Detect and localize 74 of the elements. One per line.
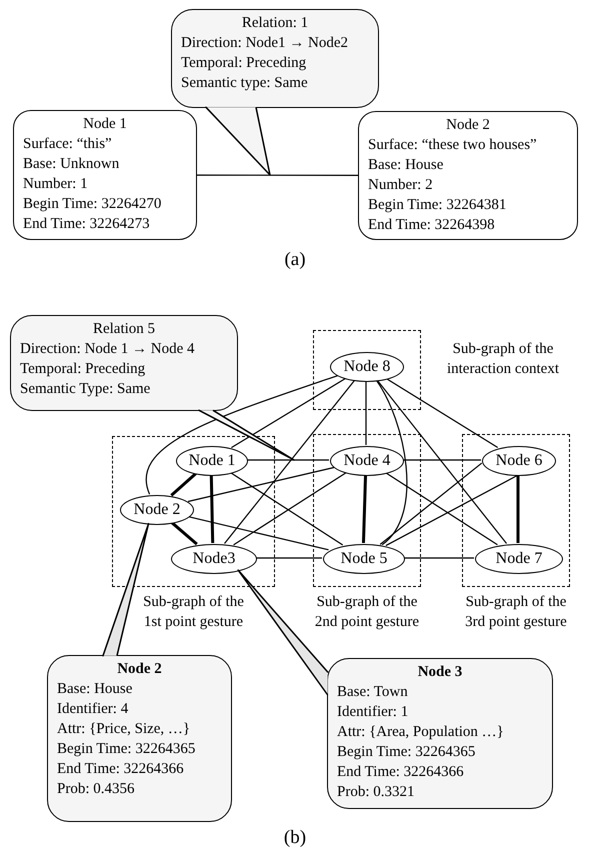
attribute-line: Attr: {Area, Population …}: [337, 723, 505, 742]
attribute-line: Base: Unknown: [23, 155, 120, 174]
node-ellipse: Node3: [171, 544, 257, 574]
connector-line: [231, 378, 346, 448]
connector-line: [247, 459, 329, 461]
callout-bubble: [327, 658, 553, 809]
attribute-line: Attr: {Price, Size, …}: [57, 720, 192, 739]
connector-line: [376, 380, 408, 546]
node-ellipse: Node 2: [120, 495, 194, 525]
attribute-line: Begin Time: 32264365: [337, 743, 476, 762]
connector-line: [365, 381, 367, 445]
connector-line: [386, 378, 498, 448]
group-label: Sub-graph of the 3rd point gesture: [464, 593, 568, 632]
group-label: Sub-graph of the 1st point gesture: [142, 593, 245, 632]
attribute-line: Identifier: 4: [57, 700, 130, 719]
node-ellipse: Node 8: [330, 352, 404, 382]
connector-line: [188, 516, 329, 550]
attribute-line: Base: House: [368, 156, 444, 175]
attribute-line: Surface: “this”: [23, 135, 113, 154]
callout-bubble: [10, 315, 238, 411]
attribute-line: Temporal: Preceding: [181, 54, 308, 73]
node-ellipse: Node 1: [176, 446, 248, 476]
callout-bubble: [47, 655, 232, 822]
connector-line: [385, 472, 498, 546]
connector-line: [380, 462, 482, 545]
node-ellipse: Node 4: [330, 446, 404, 476]
attribute-line: Begin Time: 32264270: [23, 195, 162, 214]
panel-label: (a): [283, 248, 307, 272]
attribute-line: Semantic Type: Same: [20, 380, 152, 399]
connector-line: [170, 472, 197, 496]
attribute-line: Semantic type: Same: [181, 74, 309, 93]
attribute-line: End Time: 32264273: [23, 215, 151, 234]
attribute-line: Identifier: 1: [337, 703, 410, 722]
group-label: Sub-graph of the interaction context: [446, 340, 560, 379]
connector-line: [376, 380, 507, 544]
attribute-line: Base: House: [57, 680, 134, 699]
attribute-line: Surface: “these two houses”: [368, 136, 538, 155]
connector-line: [386, 474, 518, 546]
attribute-line: Prob: 0.3321: [337, 783, 416, 802]
panel-label: (b): [282, 826, 308, 850]
connector-line: [197, 174, 358, 176]
attribute-line: Number: 1: [23, 175, 89, 194]
node-ellipse: Node 5: [323, 544, 405, 574]
node-title: Node 2: [116, 660, 163, 679]
node-title: Node 2: [445, 116, 491, 135]
group-label: Sub-graph of the 2nd point gesture: [314, 593, 420, 632]
attribute-line: End Time: 32264398: [368, 216, 496, 235]
attribute-line: Begin Time: 32264365: [57, 740, 196, 759]
attribute-line: End Time: 32264366: [337, 763, 465, 782]
node-title: Relation 5: [92, 320, 156, 339]
attribute-line: Begin Time: 32264381: [368, 196, 508, 215]
connector-line: [256, 557, 322, 559]
node-title: Node 3: [416, 663, 464, 682]
connector-line: [224, 380, 356, 544]
node-card: [358, 111, 578, 240]
connector-line: [403, 459, 481, 461]
connector-line: [362, 474, 368, 544]
attribute-line: Number: 2: [368, 176, 434, 195]
attribute-line: Prob: 0.4356: [57, 780, 136, 799]
attribute-line: Direction: Node1 → Node2: [181, 34, 350, 53]
attribute-line: Direction: Node 1 → Node 4: [20, 340, 196, 359]
attribute-line: Base: Town: [337, 683, 409, 702]
connector-line: [210, 474, 214, 544]
connector-line: [404, 557, 474, 559]
attribute-line: Temporal: Preceding: [20, 360, 146, 379]
connector-line: [188, 466, 334, 502]
connector-line: [516, 475, 520, 543]
attribute-line: End Time: 32264366: [57, 760, 185, 779]
node-title: Node 1: [82, 115, 128, 134]
node-ellipse: Node 7: [475, 544, 563, 574]
node-ellipse: Node 6: [482, 446, 556, 476]
node-card: [13, 110, 197, 240]
node-title: Relation: 1: [240, 14, 310, 33]
connector-line: [146, 375, 338, 494]
